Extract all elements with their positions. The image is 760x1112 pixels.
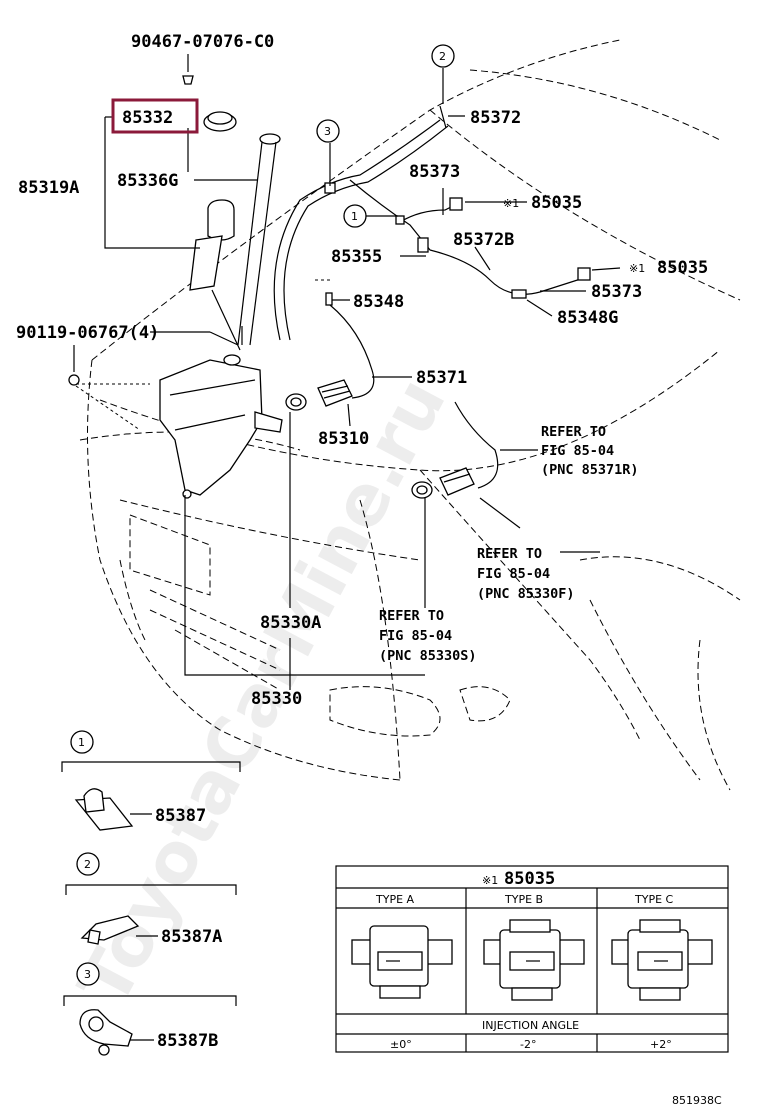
svg-text:1: 1: [78, 736, 85, 749]
part-labels: 90467-07076-C0 85332 85319A 85336G 90119…: [16, 32, 708, 709]
inset-clip-1: 1 85387: [61, 730, 241, 831]
label-85387A[interactable]: 85387A: [161, 927, 222, 947]
type-a-header: TYPE A: [375, 893, 415, 906]
circle-marker-2: 2: [439, 50, 446, 63]
label-85330A[interactable]: 85330A: [260, 613, 321, 633]
angle-type-c: +2°: [650, 1038, 672, 1051]
washer-tank: [159, 354, 283, 499]
svg-text:FIG 85-04: FIG 85-04: [379, 628, 452, 644]
refer-note-2: REFER TO FIG 85-04 (PNC 85330F): [477, 546, 575, 602]
svg-text:REFER TO: REFER TO: [541, 424, 606, 440]
clip-90467: [182, 54, 194, 85]
label-85387[interactable]: 85387: [155, 806, 206, 826]
refer-note-1: REFER TO FIG 85-04 (PNC 85371R): [541, 424, 639, 478]
label-85348G[interactable]: 85348G: [557, 308, 618, 328]
label-85035-a[interactable]: 85035: [531, 193, 582, 213]
label-85336G[interactable]: 85336G: [117, 171, 178, 191]
dashed-leaders: [75, 140, 330, 431]
nozzle-type-b: [483, 919, 585, 1001]
hose-fittings: [324, 182, 591, 306]
label-85330[interactable]: 85330: [251, 689, 302, 709]
label-85348[interactable]: 85348: [353, 292, 404, 312]
label-90467[interactable]: 90467-07076-C0: [131, 32, 274, 52]
type-c-header: TYPE C: [634, 893, 674, 906]
injection-angle-header: INJECTION ANGLE: [482, 1019, 579, 1032]
svg-text:(PNC 85371R): (PNC 85371R): [541, 462, 639, 478]
label-85035-b[interactable]: 85035: [657, 258, 708, 278]
angle-type-b: -2°: [520, 1038, 536, 1051]
inset-clip-3: 3 85387B: [63, 962, 237, 1056]
label-85332[interactable]: 85332: [122, 108, 173, 128]
circle-marker-3: 3: [324, 125, 331, 138]
label-85387B[interactable]: 85387B: [157, 1031, 218, 1051]
ref-mark-2: ※1: [629, 262, 645, 275]
label-85372[interactable]: 85372: [470, 108, 521, 128]
svg-text:REFER TO: REFER TO: [477, 546, 542, 562]
filler-tube: [237, 133, 281, 346]
label-85319A[interactable]: 85319A: [18, 178, 79, 198]
ref-mark-1: ※1: [503, 197, 519, 210]
figure-code: 851938C: [672, 1094, 722, 1107]
inset-clip-2: 2 85387A: [65, 852, 237, 947]
tank-cap: [203, 111, 237, 132]
nozzle-type-a: [351, 925, 453, 999]
washer-pump-2: [411, 467, 475, 499]
table-ref-mark: ※1: [482, 874, 498, 887]
refer-note-3: REFER TO FIG 85-04 (PNC 85330S): [379, 608, 477, 664]
angle-type-a: ±0°: [390, 1038, 412, 1051]
nozzle-type-c: [611, 919, 713, 1001]
svg-text:FIG 85-04: FIG 85-04: [541, 443, 614, 459]
leader-lines: [104, 68, 621, 690]
washer-pump: [285, 379, 353, 411]
label-90119[interactable]: 90119-06767(4): [16, 323, 159, 343]
label-85372B[interactable]: 85372B: [453, 230, 514, 250]
svg-text:REFER TO: REFER TO: [379, 608, 444, 624]
svg-text:(PNC 85330S): (PNC 85330S): [379, 648, 477, 664]
label-85310[interactable]: 85310: [318, 429, 369, 449]
car-body-outline: [79, 39, 741, 791]
washer-hoses: [273, 105, 591, 489]
svg-text:FIG 85-04: FIG 85-04: [477, 566, 550, 582]
highlight-box: [111, 98, 199, 134]
circled-markers: 2 3 1: [316, 44, 455, 228]
table-title[interactable]: 85035: [504, 869, 555, 889]
label-85373-a[interactable]: 85373: [409, 162, 460, 182]
nozzle-type-table: ※1 85035 TYPE A TYPE B TYPE C: [335, 865, 729, 1053]
label-85355[interactable]: 85355: [331, 247, 382, 267]
filler-neck: [189, 199, 241, 351]
type-b-header: TYPE B: [504, 893, 543, 906]
svg-text:(PNC 85330F): (PNC 85330F): [477, 586, 575, 602]
label-85371[interactable]: 85371: [416, 368, 467, 388]
svg-text:2: 2: [84, 858, 91, 871]
circle-marker-1: 1: [351, 210, 358, 223]
bolt-90119: [68, 345, 80, 386]
label-85373-b[interactable]: 85373: [591, 282, 642, 302]
svg-text:3: 3: [84, 968, 91, 981]
